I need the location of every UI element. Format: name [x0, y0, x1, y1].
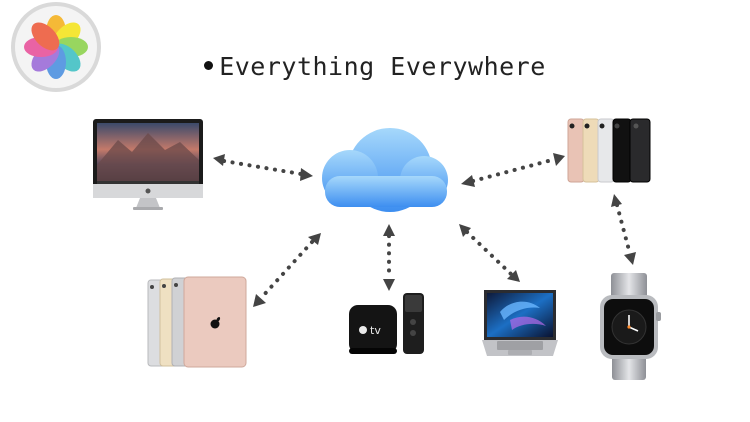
ipad-icon	[147, 276, 247, 368]
arrowhead	[213, 154, 225, 166]
arrowhead	[383, 279, 395, 291]
arrowhead	[383, 224, 395, 236]
apple-watch-icon	[600, 273, 661, 380]
diagram-title: Everything Everywhere	[219, 52, 546, 81]
arrowhead	[507, 270, 520, 282]
apple-tv-label: tv	[370, 324, 381, 337]
arrowhead	[624, 252, 636, 265]
arrow-cloud-imac	[222, 159, 303, 176]
bullet-dot	[204, 60, 214, 70]
arrowhead	[459, 224, 471, 237]
iphone-icon	[567, 118, 651, 183]
arrow-iphone-watch	[615, 203, 632, 256]
imac-icon	[93, 119, 203, 210]
arrowhead	[461, 175, 475, 187]
photos-app-icon	[11, 2, 101, 92]
arrowhead	[553, 153, 565, 166]
macbook-pro-icon	[482, 290, 558, 356]
arrowhead	[308, 233, 321, 245]
arrowhead	[300, 168, 313, 181]
apple-tv-icon: tv	[349, 293, 424, 354]
icloud-cloud-icon	[322, 128, 448, 212]
title-row: Everything Everywhere	[0, 52, 750, 81]
arrow-cloud-ipad	[260, 240, 314, 299]
arrowhead	[611, 194, 622, 207]
arrowhead	[253, 294, 266, 307]
arrow-heads	[213, 153, 636, 307]
arrow-cloud-macbook	[465, 230, 513, 276]
arrow-cloud-iphone	[471, 158, 554, 183]
connector-arrows	[222, 158, 632, 299]
